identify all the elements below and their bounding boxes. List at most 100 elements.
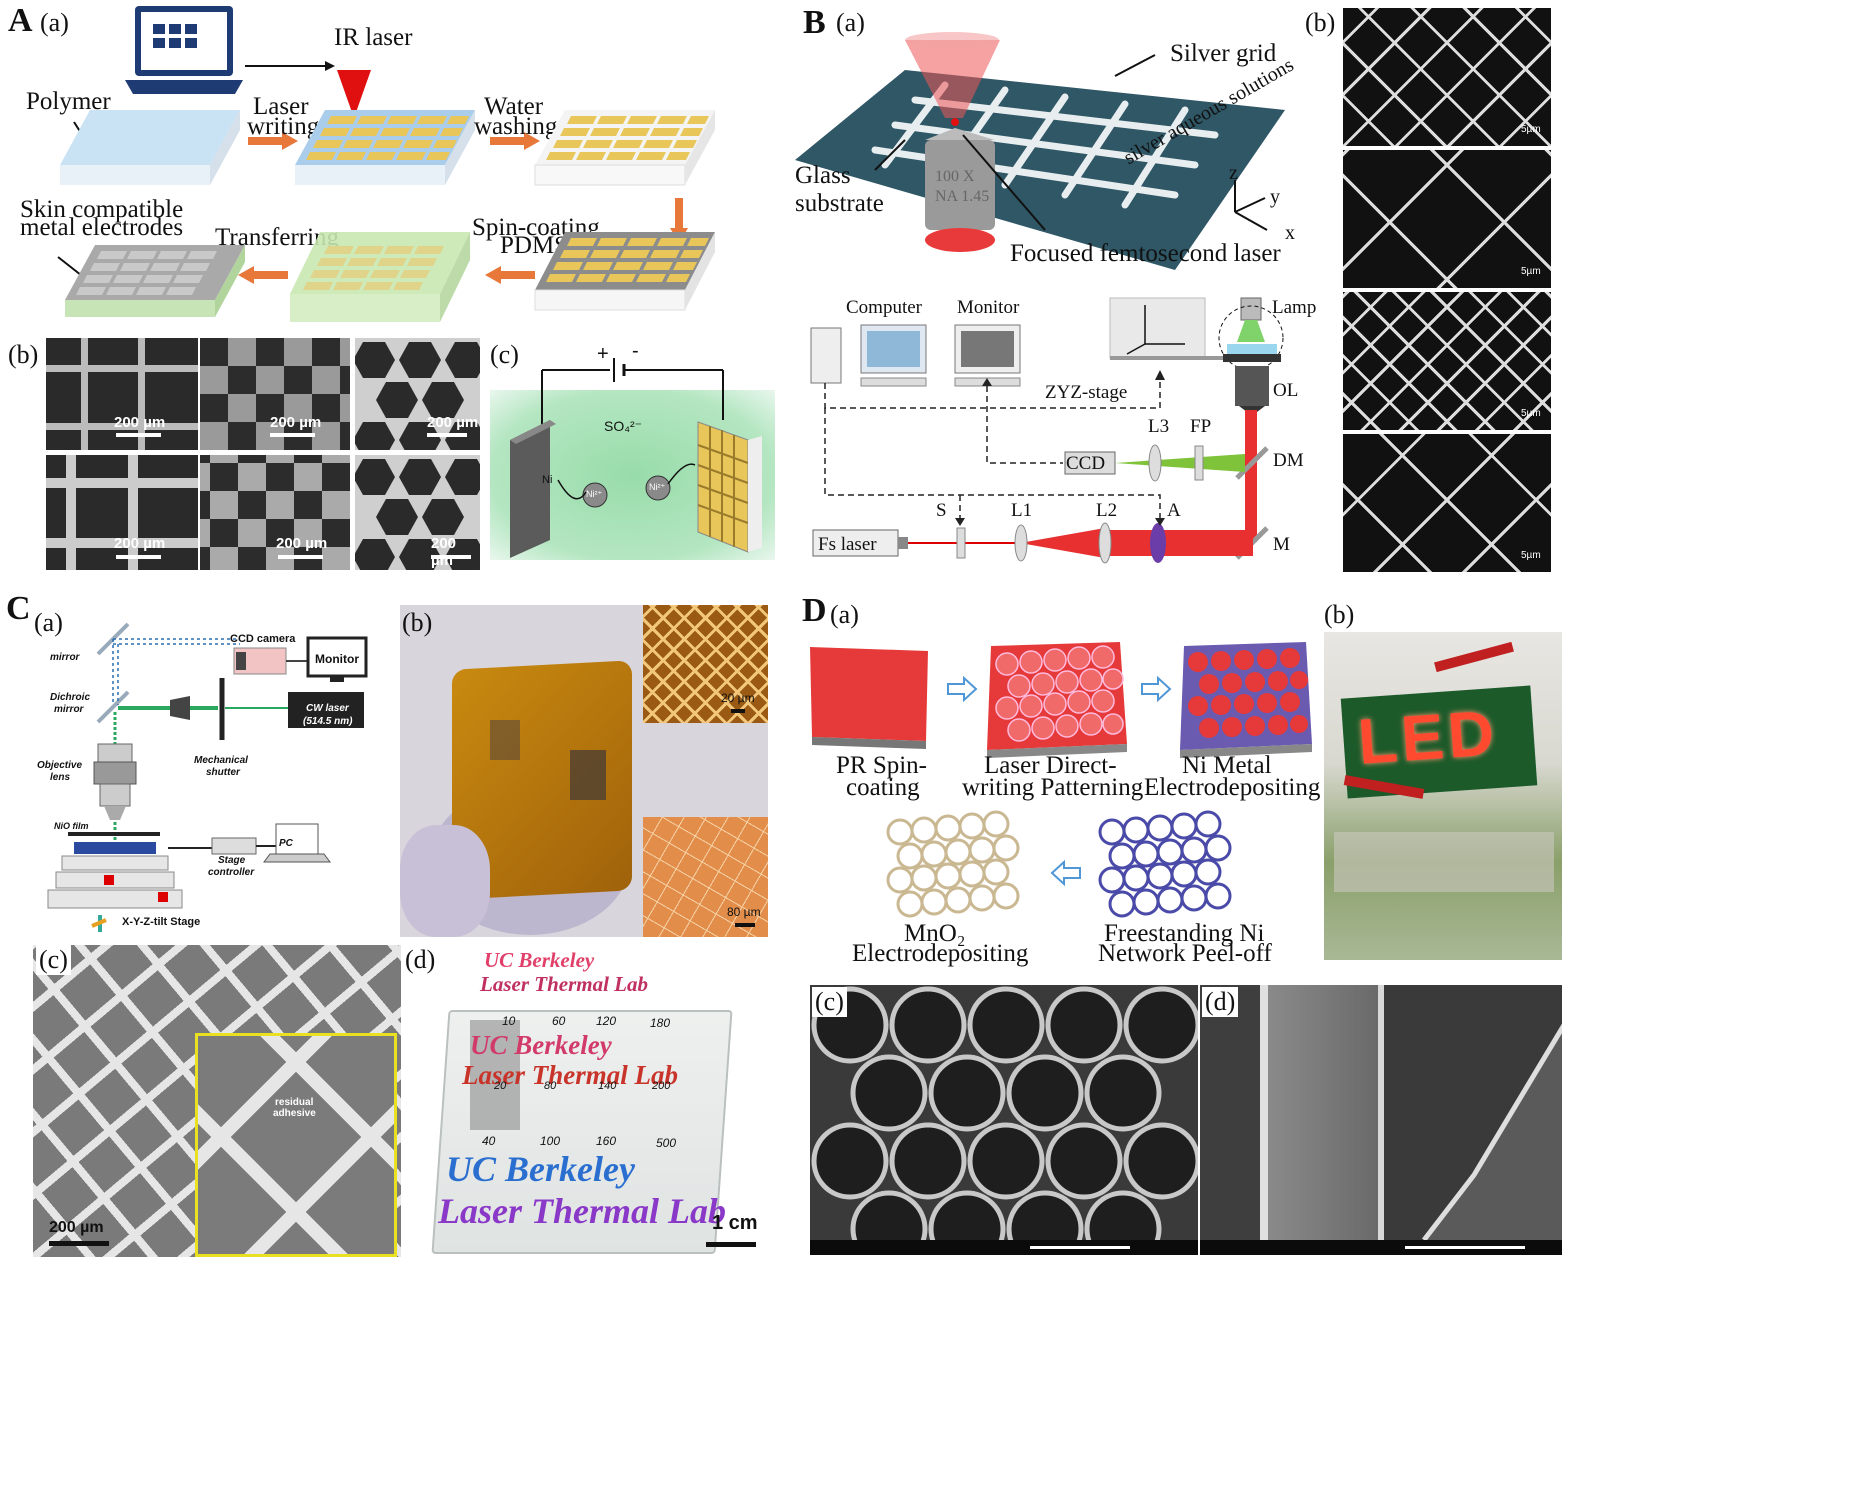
ucb-header: UC Berkeley: [484, 948, 595, 972]
panel-b-sub-b: (b): [1305, 8, 1336, 37]
dichroic-label-2: mirror: [54, 704, 84, 715]
monitor-label-b: Monitor: [957, 297, 1020, 318]
dichroic-label-1: Dichroic: [50, 692, 91, 703]
panel-d-sub-c: (c): [812, 987, 847, 1017]
panel-d-sub-b: (b): [1324, 600, 1355, 629]
sem-silver-grid-2: 5µm: [1343, 150, 1551, 288]
inset-coarse-grid: 20 µm: [643, 605, 768, 723]
led-text: LED: [1355, 696, 1501, 778]
minus-sign: -: [632, 340, 639, 362]
ltl-large: Laser Thermal Lab: [438, 1191, 726, 1231]
sem-silver-grid-1: 5µm: [1343, 8, 1551, 146]
sem-silver-grid-4: 5µm: [1343, 434, 1551, 572]
orange-arrow-2: [490, 132, 540, 150]
sulfate-label: SO₄²⁻: [604, 418, 642, 434]
water-washing-1: Water: [484, 93, 544, 120]
pc-label: PC: [279, 838, 293, 849]
axis-y: y: [1270, 186, 1280, 208]
monitor-label-c: Monitor: [315, 652, 359, 666]
a-label: A: [1167, 500, 1181, 521]
sem-checker-1: 200 µm: [200, 338, 350, 450]
washed-slab: [534, 110, 715, 186]
num-top-3: 120: [596, 1014, 617, 1028]
skin-label-2: metal electrodes: [20, 214, 184, 241]
l1-label: L1: [1011, 500, 1033, 521]
ni2-label-2: Ni²⁺: [649, 482, 666, 492]
panel-c-sub-c: (c): [36, 945, 71, 975]
glass-label-1: Glass: [795, 162, 851, 189]
objective-text-1: 100 X: [935, 168, 975, 185]
focused-laser-label: Focused femtosecond laser: [1010, 240, 1281, 267]
ol-label: OL: [1273, 380, 1299, 401]
freestanding-ni-network: [1098, 810, 1232, 918]
num-bot-1: 40: [482, 1134, 496, 1148]
residual-label-1: residual: [275, 1097, 314, 1108]
laser-written-slab: [295, 110, 475, 185]
objective-label-2: lens: [50, 772, 71, 783]
electrode-slab: [65, 245, 245, 317]
scale-label: 200 µm: [114, 414, 166, 431]
laser-triangle: [337, 70, 371, 118]
panel-c-sub-b-overlay: (b): [402, 608, 433, 637]
blue-arrow-2: [1141, 675, 1172, 703]
sem-scale-label: 5µm: [1521, 408, 1541, 419]
panel-c-sub-d: (d): [405, 945, 436, 974]
ir-laser-label: IR laser: [334, 24, 413, 51]
panel-a-sub-c: (c): [490, 340, 519, 369]
ccd-label: CCD: [1066, 453, 1106, 474]
l3-label: L3: [1148, 416, 1170, 437]
m-label: M: [1273, 534, 1290, 555]
scale-80-label: 80 µm: [727, 905, 761, 919]
flexible-film-photo: 20 µm 80 µm: [400, 605, 768, 937]
ni-label-1: Ni Metal: [1182, 752, 1272, 779]
scale-label: 200 µm: [431, 535, 457, 569]
ni2-label-1: Ni²⁺: [586, 489, 603, 499]
objective-label-1: Objective: [37, 760, 83, 771]
ldw-label-2: writing Patterning: [962, 774, 1144, 801]
ucb-mid: UC Berkeley: [470, 1030, 612, 1060]
inset-fine-grid: 80 µm: [643, 817, 768, 937]
optical-setup: [810, 297, 1284, 564]
silver-grid-label: Silver grid: [1170, 40, 1277, 67]
panel-c-sub-a: (a): [34, 608, 63, 637]
ni-label-2: Electrodepositing: [1144, 774, 1321, 801]
sem-honeycomb-2: 200 µm: [355, 455, 480, 570]
residual-label-2: adhesive: [273, 1108, 316, 1119]
pr-label-1: PR Spin-: [836, 752, 928, 779]
num-top-1: 10: [502, 1014, 516, 1028]
scale-1cm-label: 1 cm: [712, 1212, 758, 1234]
polymer-slab: [60, 110, 240, 185]
num-mid-1: 20: [494, 1080, 507, 1092]
computer-label: Computer: [846, 297, 922, 318]
cw-laser-setup: [47, 622, 368, 932]
sem-honeycomb-1: 200 µm: [355, 338, 480, 450]
scale-20-label: 20 µm: [721, 691, 755, 705]
scale-200-label: 200 µm: [49, 1219, 104, 1236]
sem-scale-label: 5µm: [1521, 124, 1541, 135]
pdms-slab: [290, 232, 470, 322]
num-bot-2: 100: [540, 1134, 561, 1148]
l2-label: L2: [1096, 500, 1118, 521]
laser-patterned-sheet: [987, 642, 1127, 758]
nio-film-label: NiO film: [54, 821, 89, 831]
stage-controller-label-1: Stage: [218, 855, 246, 866]
laptop-icon: [125, 6, 243, 94]
num-mid-2: 80: [544, 1080, 557, 1092]
sem-circle-network: [810, 985, 1198, 1255]
freestanding-label-1: Freestanding Ni: [1104, 920, 1265, 947]
scale-label: 200 µm: [114, 535, 166, 552]
freestanding-label-2: Network Peel-off: [1098, 940, 1272, 967]
plus-sign: +: [597, 343, 609, 365]
axis-x: x: [1285, 222, 1295, 244]
orange-arrow-3: [238, 266, 288, 284]
sem-ni-line-closeup: [1200, 985, 1562, 1255]
mno2-label-1: MnO₂: [904, 920, 966, 947]
ni-label: Ni: [542, 474, 553, 486]
panel-d-sub-a: (a): [830, 600, 859, 629]
glass-label-2: substrate: [795, 190, 884, 217]
scale-label: 200 µm: [270, 414, 322, 431]
ldw-label-1: Laser Direct-: [984, 752, 1117, 779]
skin-label-1: Skin compatible: [20, 196, 184, 223]
panel-b-letter: B: [803, 4, 826, 41]
num-bot-3: 160: [596, 1134, 617, 1148]
